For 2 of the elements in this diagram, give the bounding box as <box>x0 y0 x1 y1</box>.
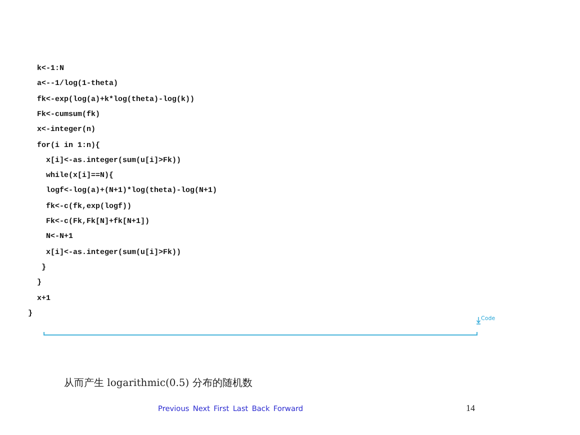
page-number: 14 <box>466 404 475 413</box>
sentence: 从而产生 logarithmic(0.5) 分布的随机数 <box>64 379 252 389</box>
